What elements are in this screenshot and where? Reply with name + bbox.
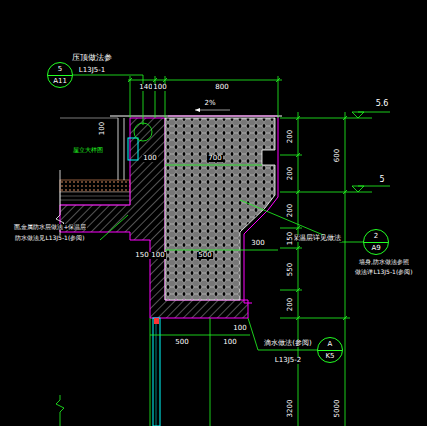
dimension-text: 150: [288, 230, 295, 245]
label-text: L13J5-1: [78, 67, 106, 74]
sheet-number: K5: [318, 353, 342, 360]
label-text: 300: [250, 240, 265, 247]
label-text: 防水做法见L13J5-1(参阅): [14, 235, 85, 241]
sheet-number: A11: [48, 78, 72, 85]
label-text: 墙身,防水做法参照: [358, 259, 410, 265]
label-text: 2%: [203, 100, 216, 107]
label-text: 100: [152, 84, 167, 91]
divider-line: [364, 242, 388, 243]
dimension-text: 100: [100, 120, 107, 135]
label-text: 500: [197, 252, 212, 259]
label-text: 800: [214, 84, 229, 91]
detail-number: 2: [364, 233, 388, 240]
label-text: 100: [150, 252, 165, 259]
sheet-number: A9: [364, 245, 388, 252]
label-text: 5: [378, 176, 385, 184]
dimension-text: 200: [288, 202, 295, 217]
dimension-text: 5000: [334, 398, 341, 418]
callout-circle: 2A9: [363, 229, 389, 255]
label-text: L13J5-2: [274, 357, 302, 364]
label-text: 压顶做法参: [71, 54, 113, 62]
dimension-text: 600: [335, 147, 342, 162]
label-text: 100: [142, 155, 157, 162]
divider-line: [48, 75, 72, 76]
dimension-text: 3200: [287, 398, 294, 418]
label-text: 500: [174, 339, 189, 346]
label-text: 700: [207, 155, 222, 162]
dimension-text: 200: [288, 296, 295, 311]
dimension-text: 200: [288, 165, 295, 180]
label-text: 屋立大样图: [72, 147, 104, 153]
label-text: 100: [222, 339, 237, 346]
callout-circle: 5A11: [47, 62, 73, 88]
callout-circle: A K5: [317, 337, 343, 363]
label-text: 滴水做法(参阅): [263, 340, 312, 347]
dimension-text: 550: [288, 261, 295, 276]
detail-number: A: [318, 341, 342, 348]
detail-number: 5: [48, 66, 72, 73]
label-text: 100: [232, 325, 247, 332]
dimension-text: 200: [288, 128, 295, 143]
label-text: 150: [134, 252, 149, 259]
label-text: 5.6: [375, 100, 390, 108]
divider-line: [318, 350, 342, 351]
label-text: 面,金属防水层做法+保温层: [13, 224, 88, 230]
label-text: 保温层详见做法: [291, 235, 342, 242]
label-text: 做法详L13J5-1(参阅): [354, 269, 413, 275]
